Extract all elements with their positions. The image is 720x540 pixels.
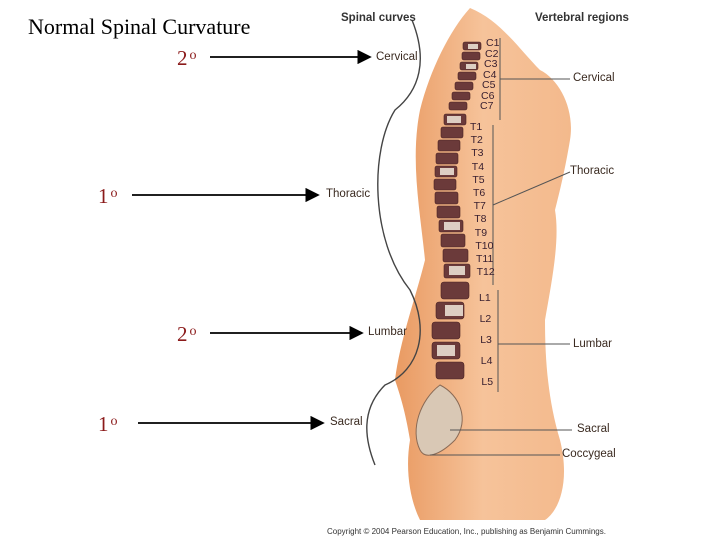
copyright-notice: Copyright © 2004 Pearson Education, Inc.… — [327, 527, 606, 536]
vertebra-label-c6: C6 — [481, 89, 495, 102]
page-title: Normal Spinal Curvature — [28, 14, 251, 39]
curve-mark-number: 1 — [98, 412, 109, 436]
vertebra-label-t2: T2 — [470, 134, 483, 147]
curve-mark-number: 2 — [177, 322, 188, 346]
region-label-cervical: Cervical — [573, 72, 615, 84]
vertebra-label-l4: L4 — [480, 355, 493, 367]
curve-mark-number: 2 — [177, 46, 188, 70]
vertebra-label-t6: T6 — [473, 187, 486, 199]
vertebra-label-t10: T10 — [475, 239, 494, 252]
vertebra-label-t8: T8 — [474, 213, 487, 226]
vertebra-label-t1: T1 — [470, 121, 483, 133]
vertebra-label-c1: C1 — [486, 37, 500, 49]
vertebra-label-t11: T11 — [476, 253, 494, 265]
vertebra-label-c5: C5 — [482, 79, 496, 91]
degree-symbol: o — [110, 186, 118, 201]
curve-label-thoracic: Thoracic — [326, 188, 371, 200]
vertebra-label-c3: C3 — [484, 58, 498, 70]
curve-label-lumbar: Lumbar — [368, 326, 407, 338]
vertebra-label-l5: L5 — [481, 376, 494, 388]
region-label-thoracic: Thoracic — [570, 165, 615, 177]
degree-symbol: o — [189, 324, 197, 339]
curve-mark-number: 1 — [98, 184, 109, 208]
region-label-sacral: Sacral — [577, 423, 610, 435]
curve-label-cervical: Cervical — [376, 51, 418, 63]
vertebra-label-t9: T9 — [474, 226, 488, 239]
spinal-curve-outline — [366, 19, 421, 466]
curve-label-sacral: Sacral — [330, 416, 363, 428]
vertebra-label-t3: T3 — [471, 147, 484, 160]
vertebra-label-c4: C4 — [483, 68, 497, 81]
vertebra-label-l1: L1 — [479, 292, 491, 304]
vertebra-label-c7: C7 — [480, 100, 494, 112]
vertebra-label-c2: C2 — [485, 47, 499, 60]
sacrum — [415, 384, 463, 456]
region-label-lumbar: Lumbar — [573, 338, 612, 350]
vertebra-label-t7: T7 — [473, 200, 486, 213]
vertebra-label-t5: T5 — [472, 173, 485, 186]
vertebra-label-l3: L3 — [480, 334, 492, 346]
vertebra-label-l2: L2 — [479, 313, 492, 325]
header-vertebral-regions: Vertebral regions — [535, 12, 629, 24]
vertebra-label-t12: T12 — [476, 266, 495, 279]
degree-symbol: o — [189, 48, 197, 63]
region-label-coccygeal: Coccygeal — [562, 448, 616, 460]
degree-symbol: o — [110, 414, 118, 429]
header-spinal-curves: Spinal curves — [341, 12, 416, 24]
vertebra-label-t4: T4 — [471, 160, 485, 173]
